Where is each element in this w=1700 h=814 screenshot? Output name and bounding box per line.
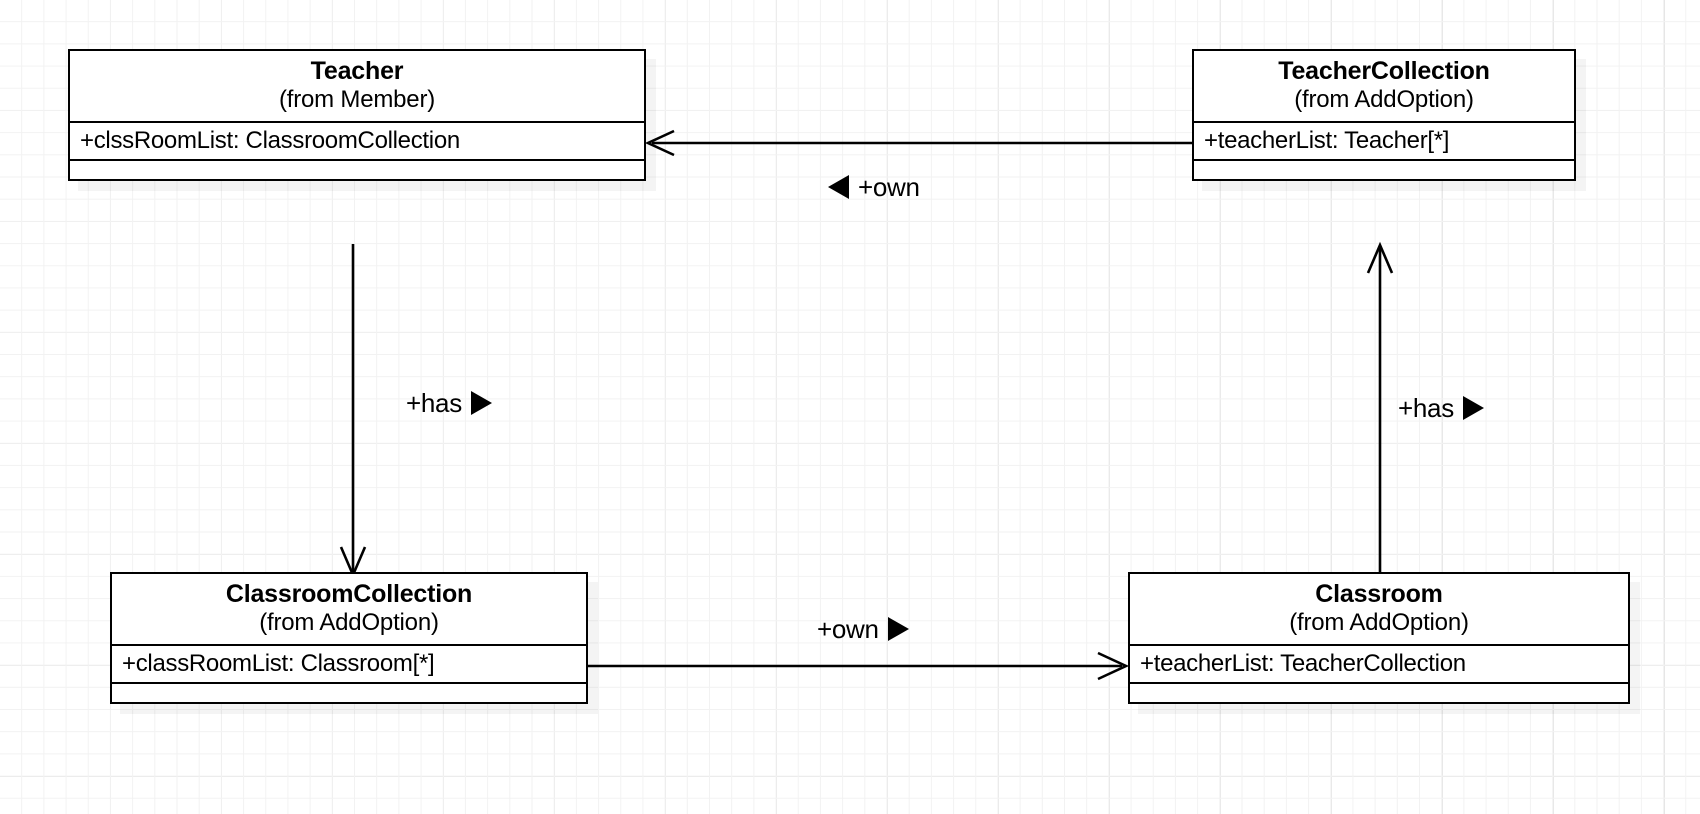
class-attributes-classroom-collection: +classRoomList: Classroom[*] (112, 646, 586, 685)
class-box-teacher[interactable]: Teacher (from Member) +clssRoomList: Cla… (68, 49, 646, 182)
class-name-classroom: Classroom (1315, 580, 1443, 608)
class-attributes-classroom: +teacherList: TeacherCollection (1130, 646, 1628, 685)
class-attribute: +clssRoomList: ClassroomCollection (80, 126, 460, 154)
class-header-teacher: Teacher (from Member) (70, 51, 644, 123)
class-box-classroom[interactable]: Classroom (from AddOption) +teacherList:… (1128, 572, 1630, 705)
class-package-teacher: (from Member) (278, 86, 436, 113)
class-operations-classroom-collection (112, 684, 586, 702)
triangle-right-icon (470, 391, 492, 415)
triangle-left-icon (828, 175, 849, 199)
association-label-text: +own (858, 172, 920, 202)
class-operations-classroom (1130, 684, 1628, 702)
class-header-classroom-collection: ClassroomCollection (from AddOption) (112, 574, 586, 646)
class-attributes-teacher: +clssRoomList: ClassroomCollection (70, 123, 644, 162)
association-label-text: +own (817, 614, 879, 644)
class-attribute: +classRoomList: Classroom[*] (122, 649, 435, 677)
class-operations-teacher-collection (1194, 161, 1574, 179)
edge-own-top-arrowhead (644, 129, 675, 157)
class-package-classroom: (from AddOption) (1289, 609, 1469, 636)
class-attributes-teacher-collection: +teacherList: Teacher[*] (1194, 123, 1574, 162)
edge-own-bottom-arrowhead (1097, 651, 1130, 681)
edge-has-right-arrowhead (1366, 241, 1394, 274)
triangle-right-icon (1462, 396, 1484, 420)
class-operations-teacher (70, 161, 644, 179)
triangle-right-icon (887, 617, 909, 641)
association-label-own-bottom[interactable]: +own (817, 616, 909, 642)
class-attribute: +teacherList: TeacherCollection (1140, 649, 1466, 677)
association-label-text: +has (406, 388, 462, 418)
class-box-classroom-collection[interactable]: ClassroomCollection (from AddOption) +cl… (110, 572, 588, 705)
association-label-has-right[interactable]: +has (1398, 395, 1484, 421)
association-label-has-left[interactable]: +has (406, 390, 492, 416)
edge-has-left-arrowhead (339, 546, 367, 579)
association-label-own-top[interactable]: +own (828, 174, 920, 200)
association-label-text: +has (1398, 393, 1454, 423)
class-package-teacher-collection: (from AddOption) (1294, 86, 1474, 113)
class-name-teacher-collection: TeacherCollection (1278, 57, 1490, 85)
class-package-classroom-collection: (from AddOption) (259, 609, 439, 636)
class-name-classroom-collection: ClassroomCollection (225, 580, 473, 608)
class-attribute: +teacherList: Teacher[*] (1204, 126, 1450, 154)
class-box-teacher-collection[interactable]: TeacherCollection (from AddOption) +teac… (1192, 49, 1576, 182)
class-header-teacher-collection: TeacherCollection (from AddOption) (1194, 51, 1574, 123)
class-header-classroom: Classroom (from AddOption) (1130, 574, 1628, 646)
class-name-teacher: Teacher (310, 57, 404, 85)
